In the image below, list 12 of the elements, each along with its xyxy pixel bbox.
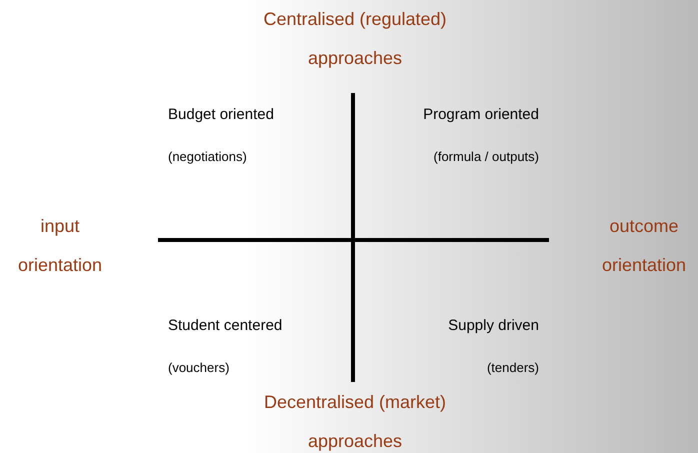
quadrant-label: Supply driven <box>447 316 539 336</box>
quadrant-note: (formula / outputs) <box>432 148 539 166</box>
quadrant-note: (vouchers) <box>168 359 230 377</box>
axis-label: Decentralised (market) approaches <box>262 391 448 453</box>
quadrant-label: Student centered <box>168 316 284 336</box>
axis-label: outcome orientation <box>600 215 688 277</box>
quadrant-label: Program oriented <box>422 105 539 125</box>
axis-label: input orientation <box>16 215 104 277</box>
quadrant-label: Budget oriented <box>168 105 275 125</box>
quadrant-note: (tenders) <box>486 359 539 377</box>
quadrant-note: (negotiations) <box>168 148 248 166</box>
axis-label: Centralised (regulated) approaches <box>262 8 448 70</box>
